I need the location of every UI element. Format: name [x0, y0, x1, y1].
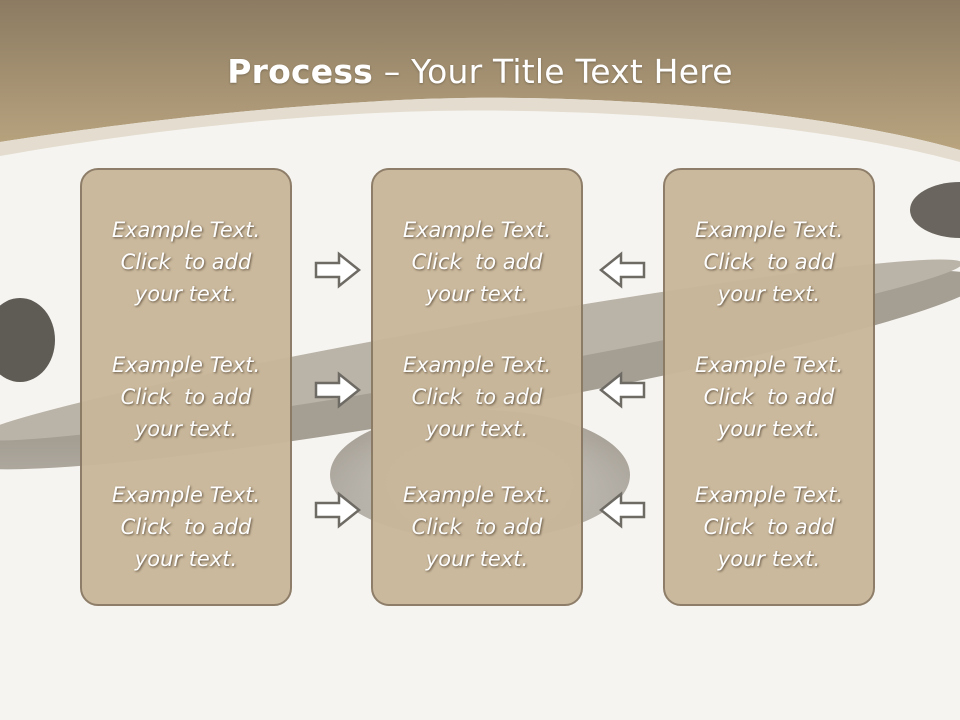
text-line: Click to add: [120, 385, 252, 409]
text-line: Click to add: [120, 515, 252, 539]
text-block[interactable]: Example Text. Click to add your text.: [82, 349, 290, 445]
text-block[interactable]: Example Text. Click to add your text.: [665, 479, 873, 575]
text-line: your text.: [717, 282, 821, 306]
text-line: Example Text.: [694, 218, 844, 242]
text-line: Click to add: [411, 515, 543, 539]
arrow-left-icon: [597, 370, 647, 410]
text-line: Example Text.: [111, 353, 261, 377]
text-line: Example Text.: [111, 483, 261, 507]
title-rest: – Your Title Text Here: [373, 52, 733, 91]
text-line: Click to add: [120, 250, 252, 274]
arrow-right-icon: [313, 250, 363, 290]
text-line: Example Text.: [694, 353, 844, 377]
text-line: your text.: [134, 282, 238, 306]
text-line: Example Text.: [111, 218, 261, 242]
left-panel[interactable]: Example Text. Click to add your text. Ex…: [80, 168, 292, 606]
text-line: Example Text.: [402, 353, 552, 377]
title-bold: Process: [227, 52, 374, 91]
arrow-right-icon: [313, 490, 363, 530]
text-block[interactable]: Example Text. Click to add your text.: [665, 349, 873, 445]
text-block[interactable]: Example Text. Click to add your text.: [373, 349, 581, 445]
text-line: your text.: [134, 417, 238, 441]
text-block[interactable]: Example Text. Click to add your text.: [665, 214, 873, 310]
text-line: your text.: [425, 282, 529, 306]
text-line: Example Text.: [402, 218, 552, 242]
text-line: your text.: [425, 417, 529, 441]
text-line: Example Text.: [402, 483, 552, 507]
arrow-right-icon: [313, 370, 363, 410]
text-line: your text.: [425, 547, 529, 571]
text-line: Click to add: [411, 385, 543, 409]
text-block[interactable]: Example Text. Click to add your text.: [373, 479, 581, 575]
text-line: your text.: [717, 417, 821, 441]
right-panel[interactable]: Example Text. Click to add your text. Ex…: [663, 168, 875, 606]
text-block[interactable]: Example Text. Click to add your text.: [82, 214, 290, 310]
text-block[interactable]: Example Text. Click to add your text.: [373, 214, 581, 310]
text-line: your text.: [717, 547, 821, 571]
text-line: Click to add: [703, 385, 835, 409]
center-panel[interactable]: Example Text. Click to add your text. Ex…: [371, 168, 583, 606]
text-line: Click to add: [703, 250, 835, 274]
arrow-left-icon: [597, 490, 647, 530]
slide-title[interactable]: Process – Your Title Text Here: [0, 52, 960, 91]
text-line: Click to add: [703, 515, 835, 539]
text-line: your text.: [134, 547, 238, 571]
text-line: Click to add: [411, 250, 543, 274]
arrow-left-icon: [597, 250, 647, 290]
text-block[interactable]: Example Text. Click to add your text.: [82, 479, 290, 575]
text-line: Example Text.: [694, 483, 844, 507]
